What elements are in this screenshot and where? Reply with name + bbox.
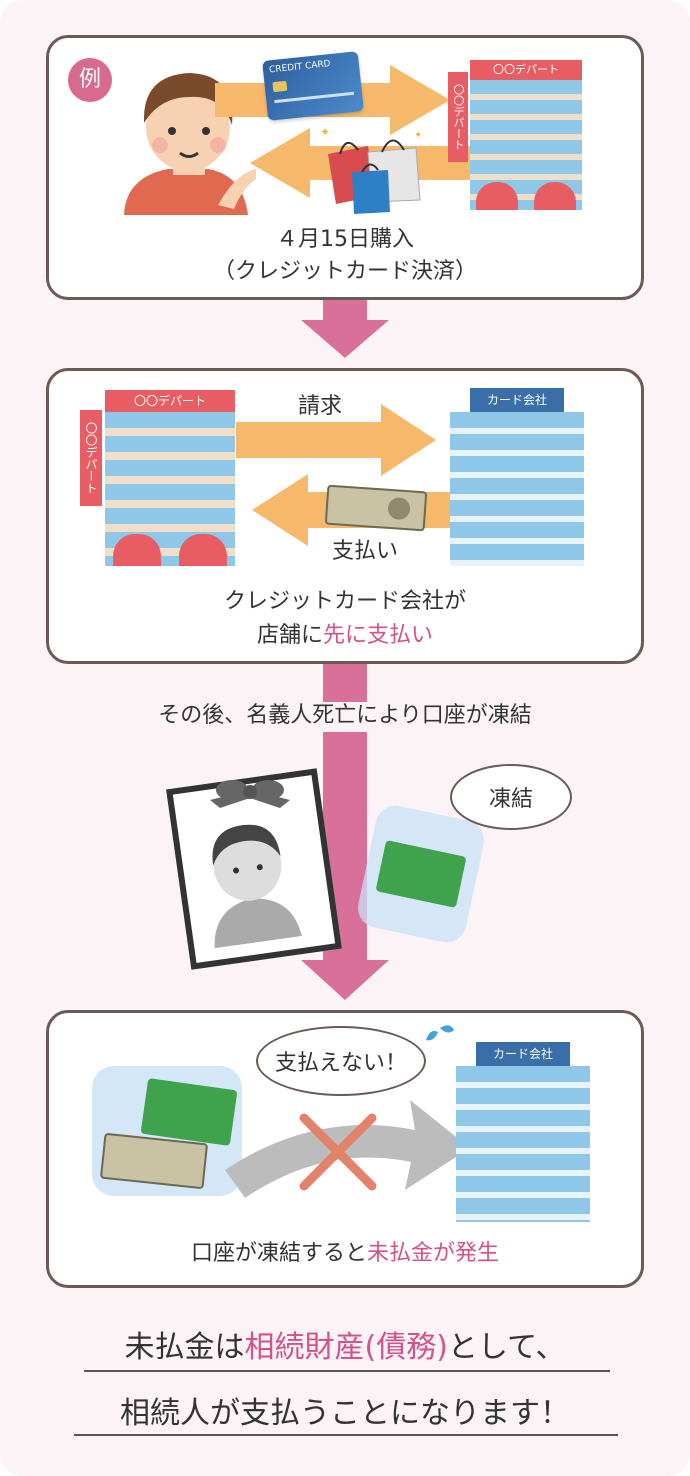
pays-store-first-text: 店舗に先に支払い [256,623,434,648]
frozen-card-icon [354,801,488,947]
inheritance-debt-emphasis: 相続財産(債務) [244,1330,448,1365]
department-store-building-2: 〇〇デパート [105,390,235,566]
department-store-building: 〇〇デパート [470,60,582,210]
billing-arrow-right [236,404,436,476]
payment-label: 支払い [331,539,398,564]
card-company-building: カード会社 [450,388,584,566]
cash-bundle-icon [324,484,428,532]
cannot-pay-bubble: 支払えない！ [256,1026,426,1096]
svg-text:✦: ✦ [320,125,330,139]
example-badge: 例 [68,58,112,102]
card-company-sign: カード会社 [470,388,564,412]
credit-card-icon: CREDIT CARD [262,51,364,121]
freeze-bubble: 凍結 [450,764,572,830]
freeze-caption: その後、名義人死亡により口座が凍結 [158,703,532,728]
summary-line-1: 未払金は相続財産(債務)として、 [124,1330,566,1365]
flow-arrow-1 [301,300,389,358]
memorial-portrait [166,768,342,970]
credit-card-label: CREDIT CARD [268,59,332,76]
summary-line-2: 相続人が支払うことになります！ [120,1396,570,1431]
pays-first-emphasis: 先に支払い [323,623,434,648]
customer-illustration [124,73,256,215]
frozen-card-and-cash-icon [92,1066,242,1196]
freeze-caption-bg [120,702,570,732]
sweat-drop-icon [426,1025,454,1041]
card-company-sign-2: カード会社 [476,1042,570,1066]
cross-mark-icon [299,1113,377,1191]
card-company-text: クレジットカード会社が [223,589,466,614]
blocked-payment-arrow [225,1100,470,1198]
summary-underline-2 [74,1434,618,1436]
card-company-building-2: カード会社 [456,1042,590,1222]
purchase-date-text: ４月15日購入 [276,227,414,252]
store-sign-vertical: 〇〇デパート [448,72,468,162]
shopping-bags-icon: ✦ ✦ [320,125,422,214]
store-sign-vertical-2: 〇〇デパート [80,410,102,506]
unpaid-emphasis: 未払金が発生 [367,1241,500,1266]
billing-label: 請求 [297,394,342,419]
summary-underline-1 [84,1370,610,1372]
unpaid-caption: 口座が凍結すると未払金が発生 [190,1241,500,1266]
svg-text:✦: ✦ [414,130,422,141]
mourning-ribbon-icon [210,780,290,808]
store-sign-top-2: 〇〇デパート [105,390,235,412]
purchase-method-text: （クレジットカード決済） [212,259,477,284]
store-sign-top: 〇〇デパート [470,60,582,80]
